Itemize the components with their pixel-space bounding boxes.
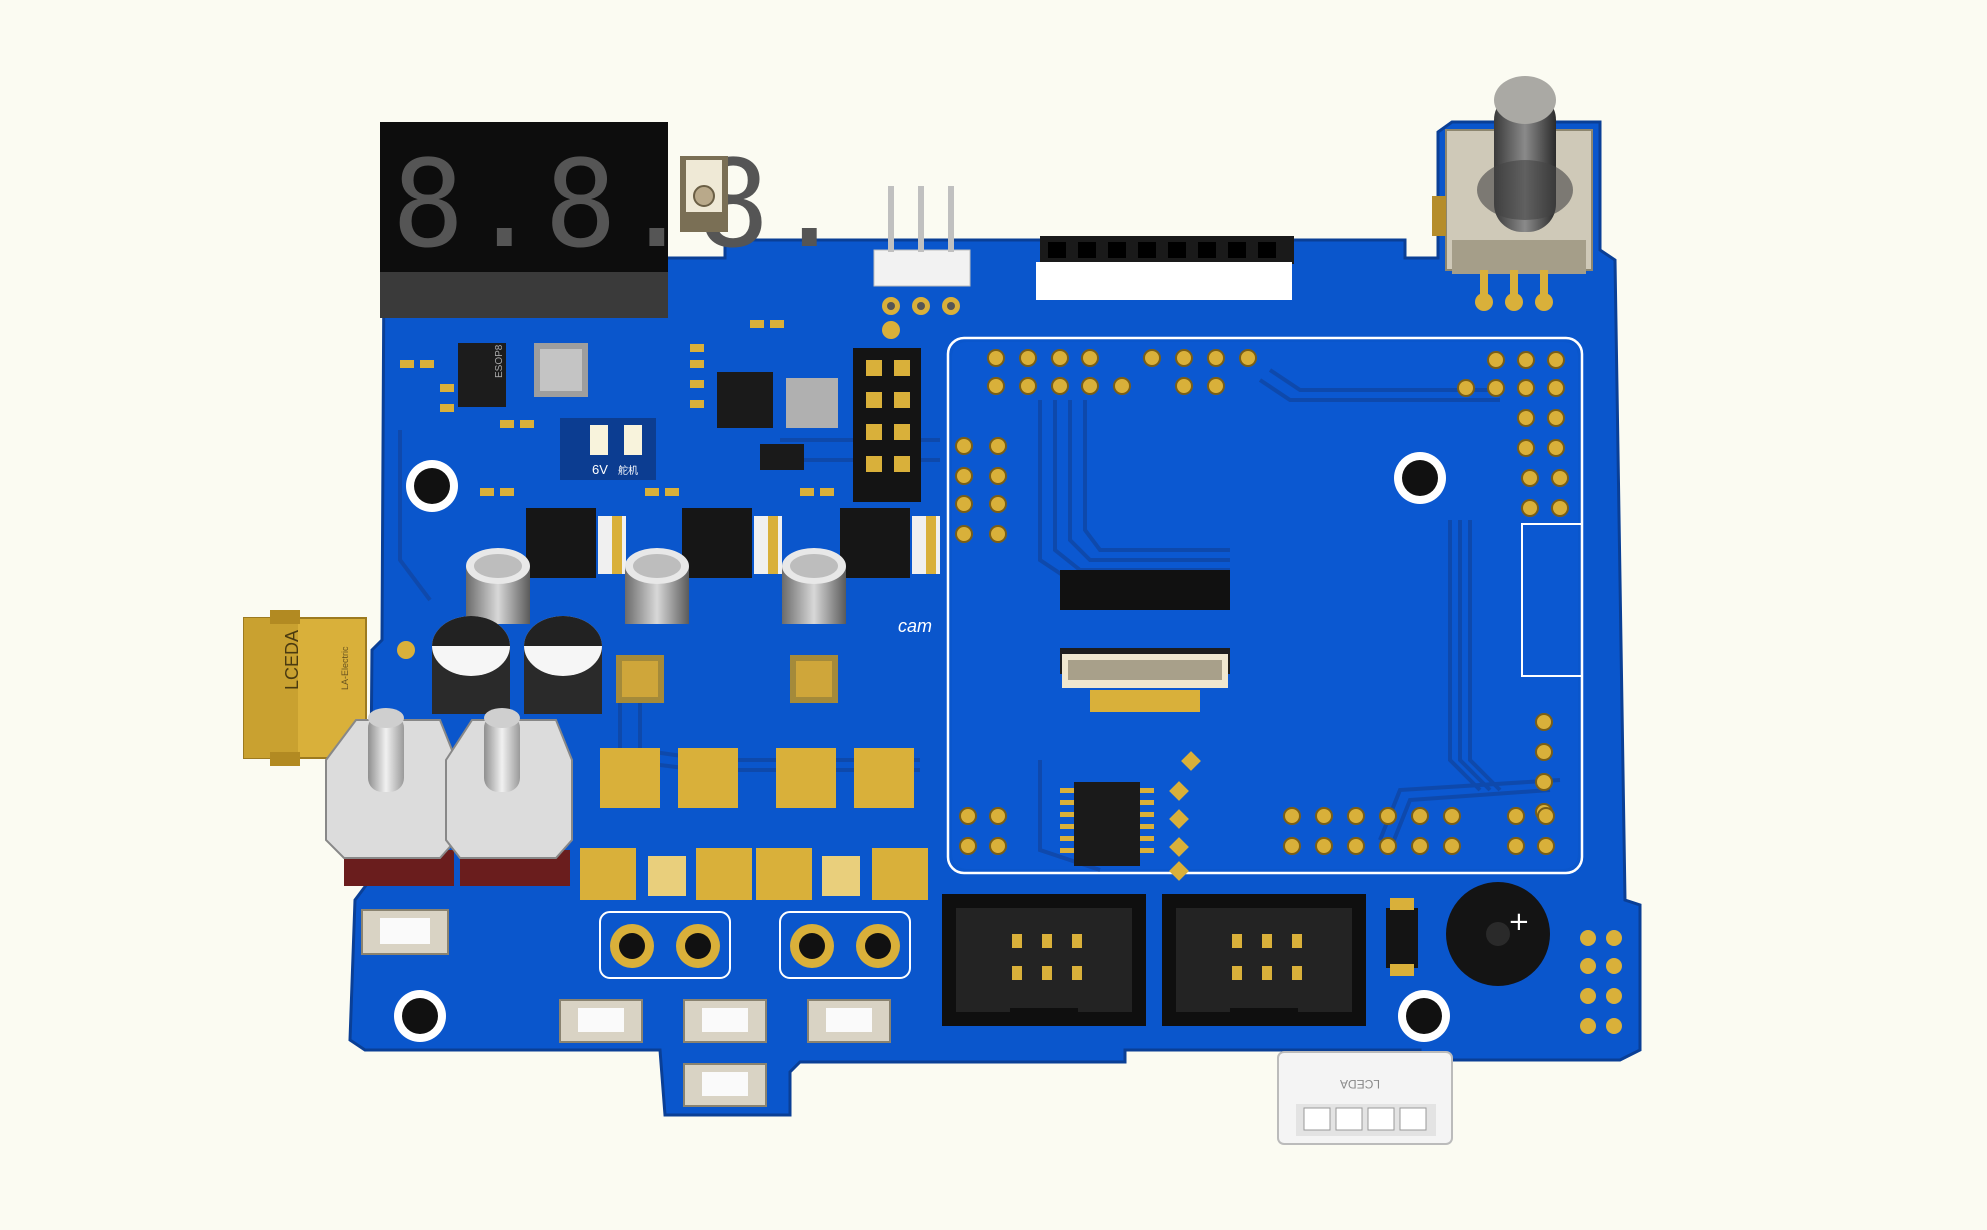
smd-passives <box>400 320 834 496</box>
xt60-small-text: LA-Electric <box>340 646 350 690</box>
seven-segment-display: 8.8.8. <box>380 122 849 318</box>
push-button-1[interactable] <box>559 999 643 1043</box>
inductor-small <box>534 343 588 397</box>
smd-chip-upper <box>717 372 838 470</box>
buck-ic-1 <box>526 508 626 578</box>
module-pin-rings <box>955 349 1569 855</box>
silk-cam: cam <box>898 616 932 636</box>
silk-6v: 6V <box>592 462 608 477</box>
toggle-switch-1[interactable] <box>325 708 457 886</box>
esop8-chip: ESOP8 <box>458 343 506 407</box>
smd-diode <box>1386 898 1418 976</box>
jst-connector: LCEDA <box>1277 1051 1453 1145</box>
qfn-chips <box>616 655 838 703</box>
motor-terminal-left <box>599 911 731 979</box>
buzzer: + <box>1446 882 1550 986</box>
rotary-encoder[interactable] <box>1432 76 1593 311</box>
header-2x4 <box>853 348 921 502</box>
header-right-edge <box>1580 930 1622 1034</box>
display-digits: 8.8.8. <box>392 136 849 275</box>
push-button-3[interactable] <box>807 999 891 1043</box>
buck-ic-2 <box>682 508 782 578</box>
silk-servo: 舵机 <box>618 464 638 477</box>
fpc-connector <box>1060 570 1230 712</box>
push-button-4[interactable] <box>683 1063 767 1107</box>
electrolytic-capacitors <box>432 548 846 714</box>
buzzer-plus-icon: + <box>1508 907 1530 937</box>
mounting-holes <box>394 452 1450 1042</box>
module-silk-box <box>1521 523 1583 677</box>
esop8-label: ESOP8 <box>494 344 505 378</box>
idc-header-left <box>942 894 1146 1026</box>
idc-header-right <box>1162 894 1366 1026</box>
push-button-2[interactable] <box>683 999 767 1043</box>
jst-text: LCEDA <box>1340 1077 1380 1091</box>
diamond-smd-column <box>1169 751 1201 881</box>
module-body <box>952 342 1578 869</box>
buck-ic-3 <box>840 508 940 578</box>
motor-terminal-right <box>779 911 911 979</box>
female-header-8 <box>1036 236 1294 300</box>
push-button-left[interactable] <box>361 909 449 955</box>
soic-chip <box>1060 782 1154 866</box>
mosfet-pads-upper <box>600 748 914 808</box>
trimmer-potentiometer[interactable] <box>680 156 728 232</box>
toggle-switch-2[interactable] <box>445 708 573 886</box>
mosfet-pads-lower <box>580 848 928 900</box>
pin-header-3 <box>873 186 971 339</box>
silk-6v-label-group: 6V 舵机 <box>560 418 656 480</box>
xt60-text: LCEDA <box>282 630 302 690</box>
